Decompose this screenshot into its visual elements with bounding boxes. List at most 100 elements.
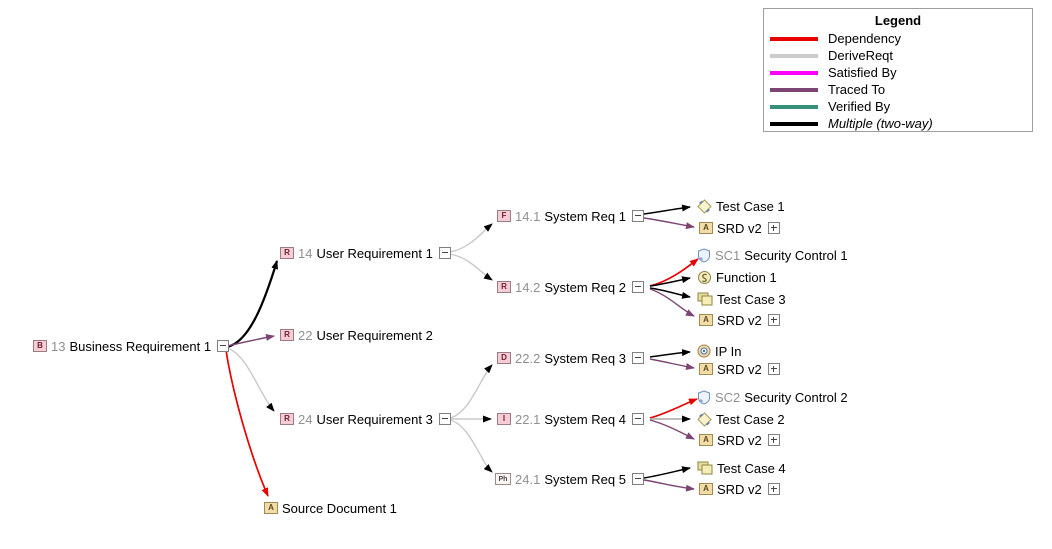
- node-business-requirement-1[interactable]: B 13 Business Requirement 1: [33, 338, 230, 354]
- expand-icon[interactable]: [767, 483, 780, 495]
- collapse-icon[interactable]: [438, 247, 451, 259]
- node-security-control-2[interactable]: SC2 Security Control 2: [697, 389, 848, 405]
- edge-traced-to: [226, 334, 275, 347]
- edge-traced-to: [649, 419, 695, 440]
- node-name: SRD v2: [717, 361, 762, 377]
- legend-title: Legend: [874, 13, 922, 28]
- satisfied-by-line-swatch: [770, 70, 818, 75]
- artifact-icon: A: [699, 363, 713, 375]
- expand-icon[interactable]: [767, 314, 780, 326]
- edge-multiple: [643, 466, 691, 479]
- node-name: SRD v2: [717, 432, 762, 448]
- edge-dependency: [225, 349, 269, 497]
- legend-row-dependency: Dependency: [764, 30, 1032, 47]
- edge-traced-to: [643, 479, 695, 492]
- node-srd-v2-2[interactable]: A SRD v2: [699, 312, 780, 328]
- legend-label: Dependency: [828, 31, 901, 46]
- node-user-requirement-2[interactable]: R 22 User Requirement 2: [280, 327, 433, 343]
- node-system-req-3[interactable]: D 22.2 System Req 3: [497, 350, 644, 366]
- node-name: System Req 4: [544, 411, 626, 427]
- node-system-req-1[interactable]: F 14.1 System Req 1: [497, 208, 644, 224]
- collapse-icon[interactable]: [631, 281, 644, 293]
- node-number: 14.1: [515, 208, 541, 224]
- node-number: 13: [51, 338, 66, 354]
- legend-label: DeriveReqt: [828, 48, 894, 63]
- edge-traced-to: [649, 288, 695, 317]
- collapse-icon[interactable]: [631, 413, 644, 425]
- edge-multiple: [226, 260, 279, 349]
- node-name: System Req 1: [544, 208, 626, 224]
- node-ip-in[interactable]: IP In: [697, 343, 742, 359]
- verified-by-line-swatch: [770, 104, 818, 109]
- node-security-control-1[interactable]: SC1 Security Control 1: [697, 247, 848, 263]
- collapse-icon[interactable]: [438, 413, 451, 425]
- node-name: Test Case 1: [716, 198, 785, 214]
- collapse-icon[interactable]: [217, 340, 230, 352]
- expand-icon[interactable]: [767, 222, 780, 234]
- expand-icon[interactable]: [767, 363, 780, 375]
- legend-row-satisfied-by: Satisfied By: [764, 64, 1032, 81]
- edge-derivereqt: [449, 419, 493, 473]
- node-user-requirement-3[interactable]: R 24 User Requirement 3: [280, 411, 451, 427]
- node-number: 24.1: [515, 471, 541, 487]
- node-system-req-2[interactable]: R 14.2 System Req 2: [497, 279, 644, 295]
- node-name: System Req 3: [544, 350, 626, 366]
- artifact-icon: A: [699, 434, 713, 446]
- collapse-icon[interactable]: [631, 352, 644, 364]
- node-name: User Requirement 1: [316, 245, 433, 261]
- security-shield-icon: [697, 247, 711, 263]
- legend-row-multiple: Multiple (two-way): [764, 115, 1032, 132]
- multiple-line-swatch: [770, 121, 818, 126]
- node-name: SRD v2: [717, 220, 762, 236]
- node-name: System Req 5: [544, 471, 626, 487]
- edge-multiple: [649, 349, 691, 358]
- legend-row-derivereqt: DeriveReqt: [764, 47, 1032, 64]
- requirement-icon: R: [280, 413, 294, 425]
- node-test-case-1[interactable]: Test Case 1: [697, 198, 785, 214]
- edge-multiple: [636, 204, 691, 216]
- node-system-req-4[interactable]: I 22.1 System Req 4: [497, 411, 644, 427]
- node-user-requirement-1[interactable]: R 14 User Requirement 1: [280, 245, 451, 261]
- node-name: User Requirement 3: [316, 411, 433, 427]
- node-name: Source Document 1: [282, 500, 397, 516]
- node-name: Test Case 3: [717, 291, 786, 307]
- edge-dependency: [649, 398, 698, 419]
- dependency-line-swatch: [770, 36, 818, 41]
- node-srd-v2-3[interactable]: A SRD v2: [699, 361, 780, 377]
- physical-requirement-icon: Ph: [495, 473, 511, 485]
- node-source-document-1[interactable]: A Source Document 1: [264, 500, 397, 516]
- node-function-1[interactable]: Function 1: [697, 269, 777, 285]
- node-name: System Req 2: [544, 279, 626, 295]
- legend-box: Legend Dependency DeriveReqt Satisfied B…: [763, 8, 1033, 132]
- design-requirement-icon: D: [497, 352, 511, 364]
- functional-requirement-icon: F: [497, 210, 511, 222]
- node-name: Security Control 2: [744, 389, 848, 405]
- requirement-icon: R: [280, 329, 294, 341]
- node-test-case-3[interactable]: Test Case 3: [697, 291, 786, 307]
- node-name: IP In: [715, 343, 742, 359]
- function-swirl-icon: [697, 270, 712, 285]
- edge-dependency: [649, 258, 699, 287]
- expand-icon[interactable]: [767, 434, 780, 446]
- requirement-icon: R: [497, 281, 511, 293]
- node-name: SRD v2: [717, 312, 762, 328]
- node-number: 22.1: [515, 411, 541, 427]
- node-test-case-4[interactable]: Test Case 4: [697, 460, 786, 476]
- node-system-req-5[interactable]: Ph 24.1 System Req 5: [495, 471, 644, 487]
- artifact-icon: A: [264, 502, 278, 514]
- node-srd-v2-4[interactable]: A SRD v2: [699, 432, 780, 448]
- node-number: 24: [298, 411, 313, 427]
- node-test-case-2[interactable]: Test Case 2: [697, 411, 785, 427]
- node-srd-v2-1[interactable]: A SRD v2: [699, 220, 780, 236]
- collapse-icon[interactable]: [631, 473, 644, 485]
- legend-label: Traced To: [828, 82, 886, 97]
- edge-traced-to: [649, 358, 695, 370]
- node-name: Function 1: [716, 269, 777, 285]
- test-case-card-icon: [697, 461, 713, 475]
- legend-label: Multiple (two-way): [828, 116, 933, 131]
- node-name: User Requirement 2: [316, 327, 433, 343]
- node-srd-v2-5[interactable]: A SRD v2: [699, 481, 780, 497]
- collapse-icon[interactable]: [631, 210, 644, 222]
- ip-port-icon: [697, 344, 711, 358]
- node-name: Test Case 4: [717, 460, 786, 476]
